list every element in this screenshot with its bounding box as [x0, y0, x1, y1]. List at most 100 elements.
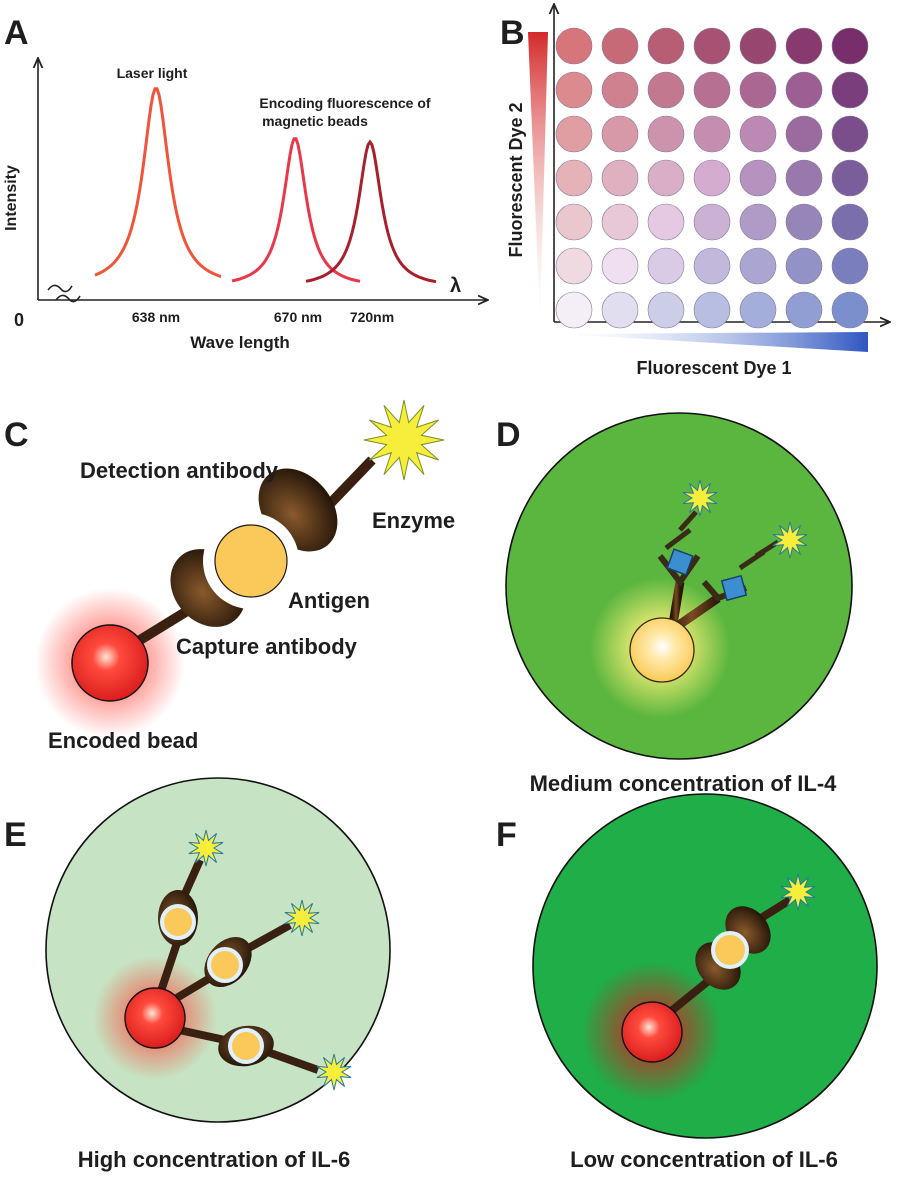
- peak-670-nm: [231, 137, 361, 283]
- grid-dot: [739, 291, 777, 329]
- grid-dot: [601, 291, 639, 329]
- grid-dot: [831, 27, 869, 65]
- grid-dot: [601, 71, 639, 109]
- panel-b: B Fluorescent Dye 2 Fluorescent Dye 1: [500, 4, 890, 378]
- a-origin-label: 0: [14, 310, 24, 330]
- grid-dot: [739, 71, 777, 109]
- grid-dot: [555, 247, 593, 285]
- capture-antibody-y-d1: [657, 554, 701, 588]
- grid-dot: [785, 203, 823, 241]
- stalk-f1: [667, 974, 715, 1016]
- panel-f-letter: F: [496, 816, 517, 854]
- grid-dot: [785, 71, 823, 109]
- grid-dot: [831, 291, 869, 329]
- grid-dot: [739, 247, 777, 285]
- enzyme-star-f: [780, 873, 816, 911]
- dye2-gradient-wedge: [528, 32, 548, 322]
- encoded-bead-d: [629, 617, 695, 683]
- peak-720-nm: [305, 139, 437, 284]
- grid-dot: [647, 27, 685, 65]
- grid-dot: [831, 247, 869, 285]
- panel-a: A Intensity 0 λ Laser light Encoding flu…: [3, 14, 488, 352]
- grid-dot: [555, 203, 593, 241]
- panel-d: D Medium concentration of IL-4: [496, 412, 853, 796]
- dye-combination-grid: [555, 27, 869, 329]
- encoded-bead-f: [621, 1001, 683, 1063]
- encoded-bead-circle: [71, 624, 149, 702]
- enzyme-star: [363, 399, 445, 481]
- encoding-label-line1: Encoding fluorescence of: [259, 95, 430, 111]
- grid-dot: [555, 71, 593, 109]
- grid-dot: [831, 115, 869, 153]
- grid-dot: [831, 203, 869, 241]
- stalk-e6: [260, 1046, 320, 1074]
- capture-antibody-label: Capture antibody: [176, 634, 358, 659]
- grid-dot: [693, 71, 731, 109]
- panel-e-caption: High concentration of IL-6: [78, 1147, 351, 1172]
- grid-dot: [785, 159, 823, 197]
- laser-light-peak: [94, 87, 222, 279]
- grid-dot: [555, 27, 593, 65]
- encoding-label-line2: magnetic beads: [262, 113, 368, 129]
- panel-c-letter: C: [4, 416, 29, 454]
- grid-dot: [555, 291, 593, 329]
- grid-dot: [693, 247, 731, 285]
- tick-638-nm: 638 nm: [132, 309, 180, 325]
- grid-dot: [693, 159, 731, 197]
- antigen-e3: [228, 1028, 264, 1064]
- tick-720-nm: 720nm: [350, 309, 394, 325]
- grid-dot: [785, 115, 823, 153]
- grid-dot: [601, 27, 639, 65]
- enzyme-star-e3: [316, 1053, 352, 1091]
- detection-antibody-d1: [664, 510, 698, 550]
- grid-dot: [601, 159, 639, 197]
- grid-dot: [785, 291, 823, 329]
- a-lambda-label: λ: [450, 275, 461, 297]
- b-y-axis-label: Fluorescent Dye 2: [506, 102, 526, 257]
- grid-dot: [555, 115, 593, 153]
- enzyme-star-e1: [188, 829, 224, 867]
- panel-f-caption: Low concentration of IL-6: [570, 1147, 838, 1172]
- antigen-square-d2: [720, 574, 748, 602]
- panel-d-caption: Medium concentration of IL-4: [530, 771, 838, 796]
- stalk-e5: [243, 921, 292, 954]
- grid-dot: [601, 115, 639, 153]
- axis-break-icon: [47, 284, 81, 303]
- stalk-f2: [755, 896, 793, 924]
- b-x-axis-label: Fluorescent Dye 1: [636, 358, 791, 378]
- grid-dot: [647, 115, 685, 153]
- grid-dot: [647, 291, 685, 329]
- detection-antibody-label: Detection antibody: [80, 458, 279, 483]
- grid-dot: [739, 203, 777, 241]
- enzyme-label: Enzyme: [372, 508, 455, 533]
- grid-dot: [831, 159, 869, 197]
- grid-dot: [601, 203, 639, 241]
- antigen-circle: [214, 524, 288, 598]
- panel-c: C Detection antibody Enzyme Antigen Capt…: [4, 399, 455, 753]
- encoded-bead-e: [124, 987, 186, 1049]
- antigen-label: Antigen: [288, 588, 370, 613]
- grid-dot: [647, 71, 685, 109]
- grid-dot: [693, 27, 731, 65]
- grid-dot: [601, 247, 639, 285]
- antigen-e2: [207, 947, 243, 983]
- a-x-axis-label: Wave length: [190, 333, 290, 352]
- panel-e: E High concentration of IL-6: [4, 777, 391, 1172]
- panel-b-letter: B: [500, 14, 525, 52]
- a-y-axis-label: Intensity: [3, 165, 20, 231]
- grid-dot: [693, 203, 731, 241]
- antigen-e1: [160, 904, 196, 940]
- enzyme-star-e2: [284, 899, 320, 937]
- grid-dot: [739, 115, 777, 153]
- grid-dot: [831, 71, 869, 109]
- grid-dot: [785, 247, 823, 285]
- grid-dot: [739, 159, 777, 197]
- tick-670-nm: 670 nm: [274, 309, 322, 325]
- panel-e-letter: E: [4, 816, 27, 854]
- antigen-f: [711, 931, 749, 969]
- grid-dot: [647, 247, 685, 285]
- laser-light-label: Laser light: [117, 65, 188, 81]
- grid-dot: [739, 27, 777, 65]
- grid-dot: [693, 115, 731, 153]
- grid-dot: [785, 27, 823, 65]
